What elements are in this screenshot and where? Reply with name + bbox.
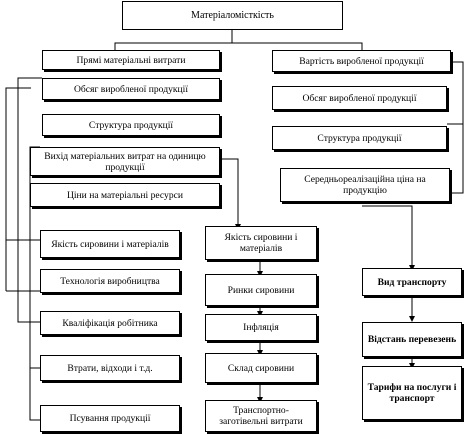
node-left-factor-7: Втрати, відходи і т.д.	[40, 355, 180, 381]
node-label: Технологія виробництва	[60, 275, 160, 287]
node-material-intensity: Матеріаломісткість	[122, 1, 343, 30]
node-transport-factor-2: Тарифи на послуги і транспорт	[362, 366, 462, 420]
node-label: Прямі матеріальні витрати	[76, 54, 186, 66]
node-left-factor-8: Псування продукції	[40, 405, 180, 432]
node-right-factor-2: Середньореалізаційна ціна на продукцію	[280, 168, 450, 202]
node-label: Обсяг виробленої продукції	[73, 83, 188, 95]
node-label: Відстань перевезень	[367, 334, 457, 345]
node-right-factor-0: Обсяг виробленої продукції	[272, 86, 447, 110]
node-label: Кваліфікація робітника	[62, 317, 158, 329]
node-middle-factor-0: Якість сировини і матеріалів	[205, 226, 317, 260]
node-middle-factor-4: Транспортно-заготівельні витрати	[205, 400, 317, 432]
node-label: Середньореалізаційна ціна на продукцію	[304, 174, 426, 196]
node-left-factor-4: Якість сировини і матеріалів	[40, 230, 180, 258]
node-right-factor-1: Структура продукції	[272, 126, 447, 150]
node-direct-material-costs: Прямі матеріальні витрати	[42, 50, 220, 70]
node-label: Вид транспорту	[377, 276, 447, 288]
node-middle-factor-3: Склад сировини	[205, 353, 317, 383]
node-label: Якість сировини і матеріалів	[224, 232, 298, 254]
node-label: Структура продукції	[317, 132, 402, 144]
node-label: Вартість виробленої продукції	[299, 55, 424, 67]
node-label: Обсяг виробленої продукції	[302, 92, 417, 104]
node-left-factor-2: Вихід матеріальних витрат на одиницю про…	[30, 147, 220, 176]
node-label: Структура продукції	[88, 119, 174, 131]
node-left-factor-5: Технологія виробництва	[40, 269, 180, 293]
node-label: Транспортно-заготівельні витрати	[219, 405, 303, 427]
node-label: Якість сировини і матеріалів	[51, 238, 169, 250]
node-label: Втрати, відходи і т.д.	[67, 362, 153, 374]
node-middle-factor-2: Інфляція	[205, 314, 317, 341]
node-label: Псування продукції	[69, 413, 151, 424]
node-product-value: Вартість виробленої продукції	[272, 50, 451, 72]
node-left-factor-3: Ціни на матеріальні ресурси	[30, 183, 220, 207]
node-left-factor-6: Кваліфікація робітника	[40, 311, 180, 335]
node-label: Склад сировини	[227, 362, 295, 374]
node-label: Ціни на матеріальні ресурси	[66, 189, 184, 201]
node-left-factor-0: Обсяг виробленої продукції	[42, 78, 220, 100]
node-left-factor-1: Структура продукції	[42, 114, 220, 136]
node-label: Вихід матеріальних витрат на одиницю про…	[44, 150, 206, 173]
node-middle-factor-1: Ринки сировини	[205, 274, 317, 306]
node-label: Інфляція	[243, 322, 279, 333]
node-transport-factor-1: Відстань перевезень	[362, 322, 462, 357]
node-transport-factor-0: Вид транспорту	[362, 268, 462, 296]
node-label: Тарифи на послуги і транспорт	[367, 382, 457, 404]
node-label: Ринки сировини	[227, 284, 295, 296]
node-label: Матеріаломісткість	[191, 10, 274, 21]
